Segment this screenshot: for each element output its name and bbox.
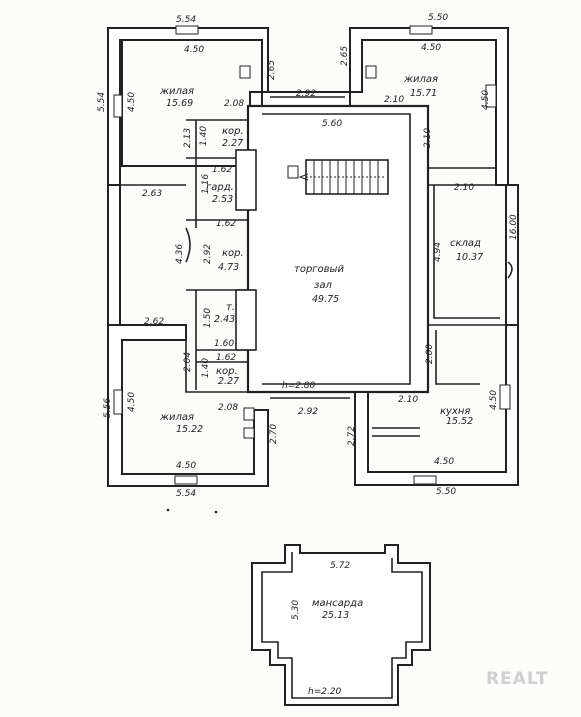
room-tr-area: 15.71 xyxy=(410,88,437,99)
dim-tr-side: 2.65 xyxy=(340,46,350,66)
staircase xyxy=(298,159,389,195)
dim-bl-room-width: 4.50 xyxy=(176,461,196,471)
dim-left-room-height: 4.50 xyxy=(127,92,137,112)
dim-tl-corner: 2.08 xyxy=(224,99,244,109)
dim-top-right-width: 5.50 xyxy=(428,13,448,23)
room-sklad-area: 10.37 xyxy=(456,252,483,263)
dim-kitchen-height: 4.50 xyxy=(489,390,499,410)
dim-hall-top: 5.60 xyxy=(322,119,342,129)
dim-bottom-left-width: 5.54 xyxy=(176,489,196,499)
dim-t-width: 1.60 xyxy=(214,339,234,349)
dim-tr-corner: 2.10 xyxy=(384,95,404,105)
attic-name: мансарда xyxy=(312,598,363,609)
dim-sklad-width: 2.10 xyxy=(454,183,474,193)
dim-tl-room-width: 4.50 xyxy=(184,45,204,55)
dim-sklad-height: 4.94 xyxy=(433,242,443,262)
dim-right-room-height: 4.50 xyxy=(481,90,491,110)
room-kor1-name: кор. xyxy=(222,126,244,137)
dim-left-gap-upper: 2.63 xyxy=(142,189,162,199)
dim-bl-outer-height: 5.56 xyxy=(103,398,113,418)
dim-br-side: 2.72 xyxy=(347,426,357,446)
room-tl-name: жилая xyxy=(159,86,194,97)
dim-left-gap-top: 2.13 xyxy=(183,128,193,148)
dim-kor-top-height: 1.40 xyxy=(199,126,209,146)
attic-plan: 5.72 5.30 мансарда 25.13 h=2.20 xyxy=(251,544,431,706)
plan-marks xyxy=(166,508,218,514)
room-kor3-area: 2.27 xyxy=(218,376,239,387)
dim-br-room-width: 4.50 xyxy=(434,457,454,467)
room-gard-area: 2.53 xyxy=(212,194,233,205)
room-hall-name: торговый xyxy=(294,264,344,275)
dim-ceiling-height: h=2.80 xyxy=(282,381,316,391)
dim-t-width-bottom: 1.62 xyxy=(216,353,236,363)
dim-tl-side: 2.65 xyxy=(267,60,277,80)
dim-wc-mid-width: 1.62 xyxy=(216,219,236,229)
dim-kor-bottom-height: 1.40 xyxy=(201,358,211,378)
dim-t-height: 1.50 xyxy=(203,308,213,328)
watermark-logo: REALT xyxy=(486,669,548,689)
dim-tr-room-width: 4.50 xyxy=(421,43,441,53)
attic-ceiling: h=2.20 xyxy=(308,687,342,697)
room-kor3-name: кор. xyxy=(216,366,238,377)
room-tr-name: жилая xyxy=(403,74,438,85)
attic-height: 5.30 xyxy=(291,600,301,620)
dim-bl-corner: 2.08 xyxy=(218,403,238,413)
dim-wc-top-width: 1.62 xyxy=(212,165,232,175)
dim-wc-height: 1.16 xyxy=(201,174,211,194)
room-bl-area: 15.22 xyxy=(176,424,203,435)
dim-left-gap-lower: 2.62 xyxy=(144,317,164,327)
dim-right-outer: 16.00 xyxy=(509,214,519,240)
dim-top-passage: 2.92 xyxy=(296,89,316,99)
room-hall-area: 49.75 xyxy=(312,294,339,305)
dim-left-low-vert: 2.04 xyxy=(183,352,193,372)
room-kitchen-area: 15.52 xyxy=(446,416,473,427)
dim-left-vert-2: 2.92 xyxy=(203,244,213,264)
dim-bl-side: 2.70 xyxy=(269,424,279,444)
room-kor1-area: 2.27 xyxy=(222,138,243,149)
dim-hall-bottom-right: 2.10 xyxy=(398,395,418,405)
room-t-area: 2.43 xyxy=(214,314,235,325)
room-kitchen-name: кухня xyxy=(440,406,470,417)
dim-kitchen-vert: 2.00 xyxy=(425,344,435,364)
dim-bl-room-height: 4.50 xyxy=(127,392,137,412)
dim-right-gap: 2.10 xyxy=(423,128,433,148)
dim-bottom-right-width: 5.50 xyxy=(436,487,456,497)
attic-width: 5.72 xyxy=(330,561,350,571)
room-kor2-name: кор. xyxy=(222,248,244,259)
attic-area: 25.13 xyxy=(322,610,349,621)
dim-top-left-width: 5.54 xyxy=(176,15,196,25)
room-bl-name: жилая xyxy=(159,412,194,423)
room-sklad-name: склад xyxy=(450,238,481,249)
room-t-name: т. xyxy=(226,302,235,313)
dim-bottom-passage: 2.92 xyxy=(298,407,318,417)
ground-floor-dimensions: 5.54 5.50 4.50 4.50 5.54 4.50 2.65 2.65 … xyxy=(97,13,519,499)
room-tl-area: 15.69 xyxy=(166,98,193,109)
dim-left-vert-1: 4.36 xyxy=(175,244,185,264)
room-hall-name2: зал xyxy=(314,280,332,291)
dim-left-outer-height: 5.54 xyxy=(97,92,107,112)
room-kor2-area: 4.73 xyxy=(218,262,239,273)
ground-floor-rooms: жилая 15.69 жилая 15.71 кор. 2.27 гард. … xyxy=(159,74,483,435)
room-gard-name: гард. xyxy=(206,182,234,193)
